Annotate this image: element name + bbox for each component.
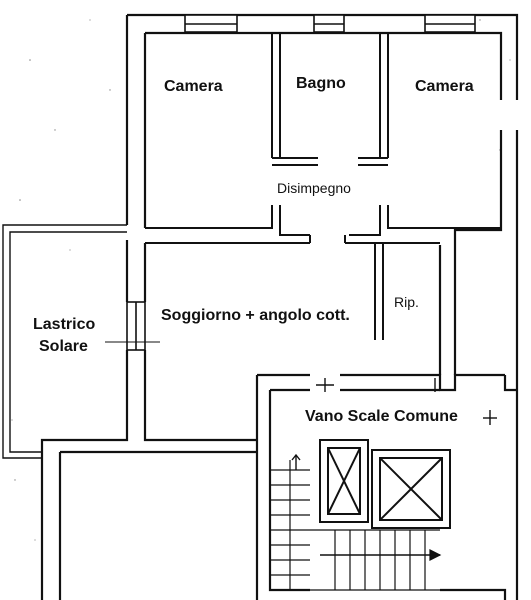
label-bagno: Bagno — [296, 75, 346, 92]
lastrico-solare-outline — [2, 224, 127, 459]
elevator-right — [371, 449, 451, 529]
label-lastrico-line2: Solare — [39, 338, 88, 355]
label-camera-left: Camera — [164, 78, 223, 95]
elevator-left — [319, 439, 369, 523]
top-windows — [184, 14, 476, 33]
label-ripostiglio: Rip. — [394, 294, 419, 310]
apartment-walls — [40, 13, 519, 600]
stair-door-marks — [316, 378, 497, 425]
label-disimpegno: Disimpegno — [277, 180, 351, 196]
stair-arrow-up — [291, 453, 301, 470]
noise-speckles — [11, 19, 511, 541]
label-camera-right: Camera — [415, 78, 474, 95]
stairwell-walls — [255, 373, 517, 600]
label-soggiorno: Soggiorno + angolo cott. — [161, 307, 350, 324]
lastrico-window — [126, 301, 146, 351]
staircase — [270, 460, 442, 591]
label-lastrico-line1: Lastrico — [33, 316, 96, 333]
interior-walls — [145, 33, 501, 340]
label-vano-scale: Vano Scale Comune — [305, 408, 458, 425]
